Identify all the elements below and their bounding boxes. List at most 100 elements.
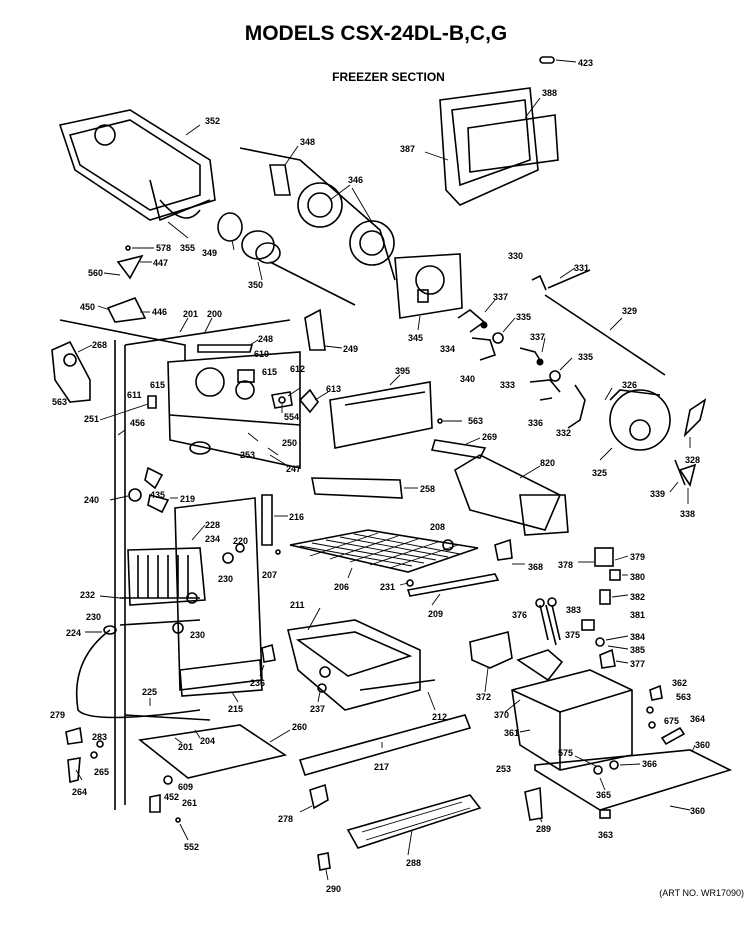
callout-328: 328: [685, 455, 700, 465]
callout-217: 217: [374, 762, 389, 772]
callout-362: 362: [672, 678, 687, 688]
part-446-hinge: [97, 297, 150, 323]
callout-575: 575: [558, 748, 573, 758]
callout-339: 339: [650, 489, 665, 499]
part-329-rod: [531, 267, 666, 376]
callout-560: 560: [88, 268, 103, 278]
callout-368: 368: [528, 562, 543, 572]
callout-231: 231: [380, 582, 395, 592]
callout-376: 376: [512, 610, 527, 620]
callout-216: 216: [289, 512, 304, 522]
callout-230b: 230: [86, 612, 101, 622]
callout-820: 820: [540, 458, 555, 468]
callout-364: 364: [690, 714, 705, 724]
callout-338: 338: [680, 509, 695, 519]
callout-335b: 335: [578, 352, 593, 362]
part-328-arm: [683, 398, 707, 448]
callout-236: 236: [250, 678, 265, 688]
callout-336: 336: [528, 418, 543, 428]
callout-360a: 360: [695, 740, 710, 750]
callout-365: 365: [596, 790, 611, 800]
callout-395: 395: [395, 366, 410, 376]
freezer-liner: [59, 317, 291, 810]
part-248-249: [197, 308, 343, 353]
part-368-clip: [494, 538, 525, 565]
callout-615b: 615: [262, 367, 277, 377]
callout-361: 361: [504, 728, 519, 738]
part-279-264: [65, 726, 104, 784]
callout-385: 385: [630, 645, 645, 655]
callout-446: 446: [152, 307, 167, 317]
part-349-350-bearings: [217, 212, 356, 306]
callout-363: 363: [598, 830, 613, 840]
callout-201a: 201: [183, 309, 198, 319]
callout-289: 289: [536, 824, 551, 834]
callout-366: 366: [642, 759, 657, 769]
part-251-456: [99, 395, 157, 436]
callout-337a: 337: [493, 292, 508, 302]
callout-200: 200: [207, 309, 222, 319]
callout-452: 452: [164, 792, 179, 802]
part-610-fan-motor: [235, 369, 329, 414]
callout-375: 375: [565, 630, 580, 640]
callout-379: 379: [630, 552, 645, 562]
callout-552: 552: [184, 842, 199, 852]
callout-675: 675: [664, 716, 679, 726]
callout-237: 237: [310, 704, 325, 714]
callout-258: 258: [420, 484, 435, 494]
callout-447: 447: [153, 258, 168, 268]
part-224-drain-tube: [75, 625, 201, 719]
callout-326: 326: [622, 380, 637, 390]
callout-563b: 563: [468, 416, 483, 426]
part-820-ice-maker: [454, 454, 569, 536]
callout-224: 224: [66, 628, 81, 638]
callout-250: 250: [282, 438, 297, 448]
callout-348: 348: [300, 137, 315, 147]
callout-225: 225: [142, 687, 157, 697]
callout-290: 290: [326, 884, 341, 894]
section-title: FREEZER SECTION: [332, 70, 445, 84]
callout-335a: 335: [516, 312, 531, 322]
callout-208: 208: [430, 522, 445, 532]
callout-615a: 615: [150, 380, 165, 390]
part-337-cams: [457, 299, 586, 429]
callout-230c: 230: [190, 630, 205, 640]
part-211-pan: [287, 607, 436, 711]
page-title: MODELS CSX-24DL-B,C,G: [244, 22, 508, 45]
part-289-bracket: [524, 786, 543, 823]
callout-283: 283: [92, 732, 107, 742]
part-208-207: [275, 539, 454, 555]
part-378-switch-group: [578, 547, 629, 605]
callout-578: 578: [156, 243, 171, 253]
part-423-clip: [539, 56, 577, 64]
callout-360b: 360: [690, 806, 705, 816]
part-269-tube: [311, 437, 487, 499]
part-387-ice-door: [424, 87, 559, 206]
callout-337b: 337: [530, 332, 545, 342]
part-209-bar: [399, 573, 500, 606]
callout-206: 206: [334, 582, 349, 592]
callout-554: 554: [284, 412, 299, 422]
callout-269: 269: [482, 432, 497, 442]
callout-230a: 230: [218, 574, 233, 584]
part-345-plate: [394, 253, 463, 331]
callout-215: 215: [228, 704, 243, 714]
callout-209: 209: [428, 609, 443, 619]
callout-331: 331: [574, 263, 589, 273]
callout-325: 325: [592, 468, 607, 478]
part-260-bottom-pan: [124, 714, 291, 779]
callout-240: 240: [84, 495, 99, 505]
callout-333: 333: [500, 380, 515, 390]
part-247-evaporator-cover: [167, 351, 301, 469]
callout-247: 247: [286, 464, 301, 474]
part-362-364: [646, 684, 686, 746]
callout-253a: 253: [240, 450, 255, 460]
callout-204: 204: [200, 736, 215, 746]
part-360-tray: [534, 744, 733, 811]
callout-384: 384: [630, 632, 645, 642]
callout-378: 378: [558, 560, 573, 570]
part-288-grille: [346, 794, 482, 856]
callout-330: 330: [508, 251, 523, 261]
callout-260: 260: [292, 722, 307, 732]
